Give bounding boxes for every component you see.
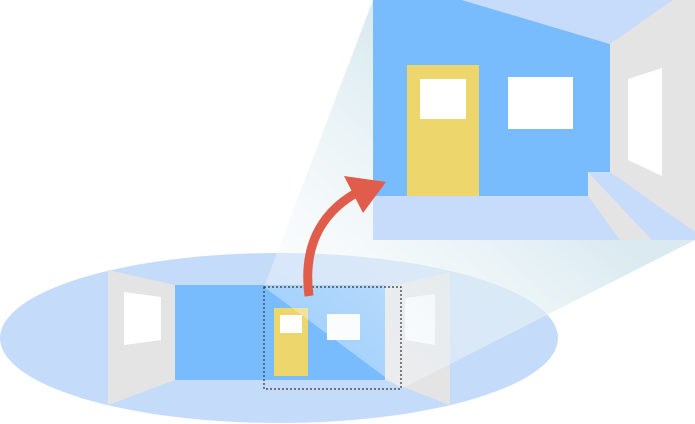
door-window-large [420,79,466,119]
zoomed-room [373,0,695,240]
door-window [280,315,302,333]
curved-arrow-icon [303,176,386,297]
right-window-large [628,68,662,176]
left-window [124,292,161,345]
back-window-large [508,77,573,129]
selection-box [263,286,402,390]
ceiling [462,0,673,44]
step-top [588,172,695,240]
